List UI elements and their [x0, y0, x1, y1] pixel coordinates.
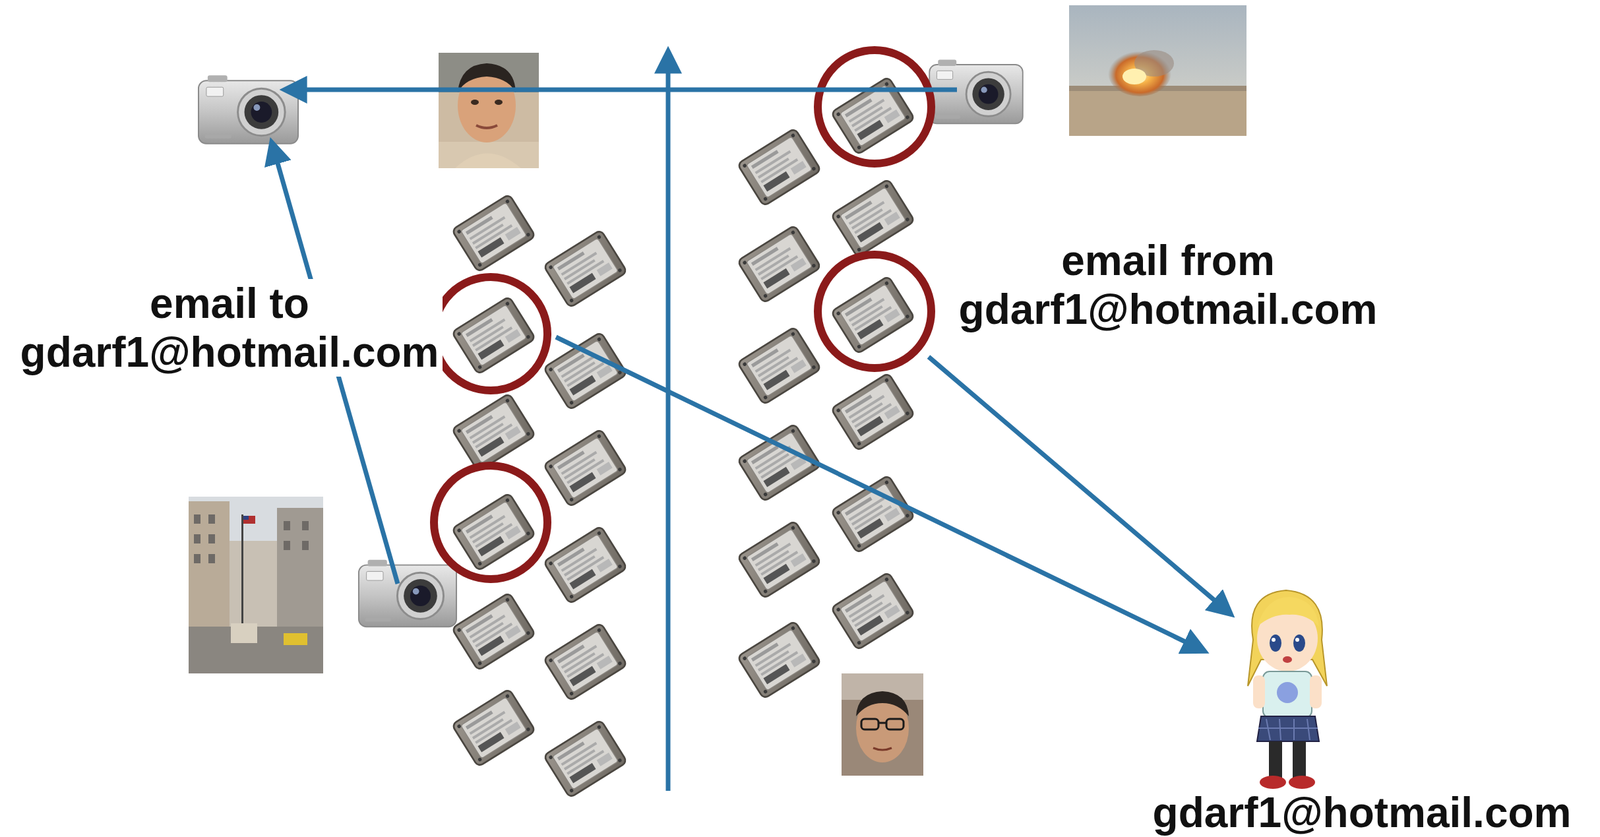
- email-label: email to gdarf1@hotmail.com: [16, 278, 444, 377]
- man-photo: [438, 52, 539, 169]
- email-label: email from gdarf1@hotmail.com: [954, 236, 1382, 334]
- email-label: gdarf1@hotmail.com: [1148, 791, 1576, 834]
- highlight-circle: [433, 50, 932, 580]
- camera: [198, 75, 299, 144]
- explosion-photo: [1069, 5, 1247, 136]
- hard-drive-stack: [737, 76, 915, 699]
- street-photo: [188, 496, 324, 674]
- avatar: [1247, 590, 1327, 789]
- man-photo: [841, 673, 924, 776]
- camera: [358, 559, 457, 627]
- flow-arrow: [271, 51, 1231, 791]
